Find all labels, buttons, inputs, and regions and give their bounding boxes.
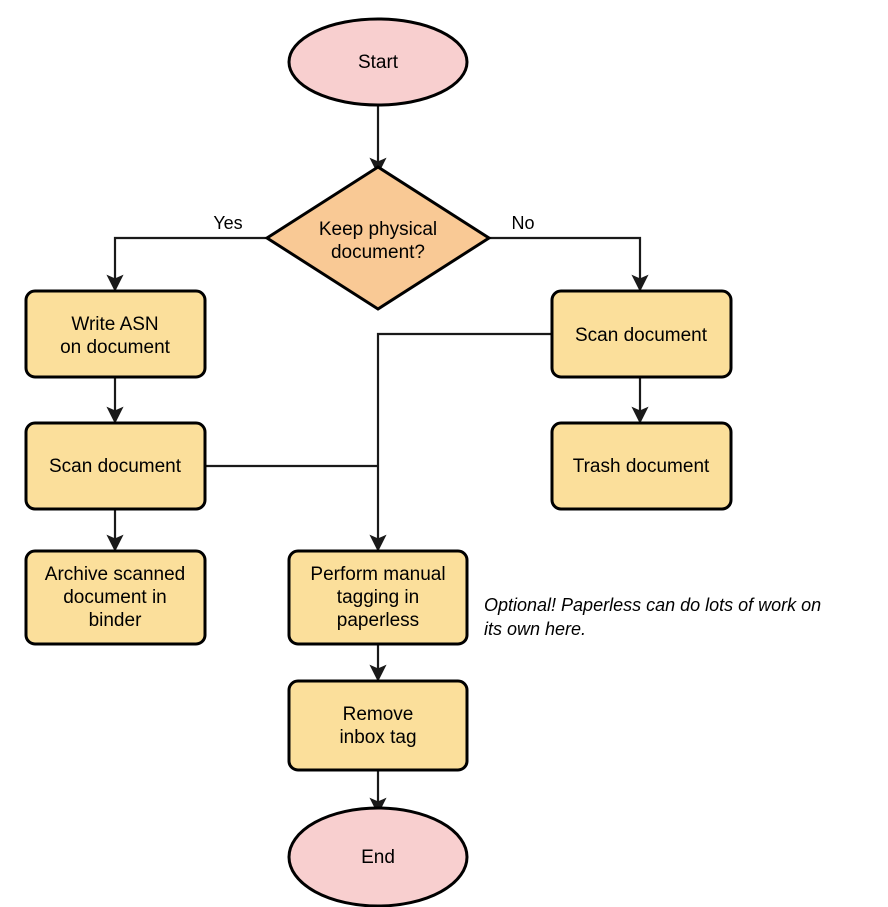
write-asn-label-line-2: on document xyxy=(60,337,171,358)
edge-labels-layer: Yes No xyxy=(213,213,534,233)
annotation-optional-note: Optional! Paperless can do lots of work … xyxy=(484,595,821,639)
write-asn-box-shape[interactable] xyxy=(24,289,207,379)
edge-label-yes: Yes xyxy=(213,213,242,233)
decision-label-line-2: document? xyxy=(331,242,425,263)
archive-label-line-3: binder xyxy=(89,610,142,631)
edges-layer xyxy=(106,104,649,815)
remove-inbox-tag-label-line-1: Remove xyxy=(343,704,414,725)
remove-inbox-tag-label-line-2: inbox tag xyxy=(339,727,416,748)
node-perform-manual-tagging[interactable]: Perform manual tagging in paperless xyxy=(287,549,469,646)
node-scan-document-right[interactable]: Scan document xyxy=(550,289,733,379)
node-remove-inbox-tag[interactable]: Remove inbox tag xyxy=(287,679,469,772)
node-keep-physical-document-decision[interactable]: Keep physical document? xyxy=(264,165,492,311)
scan-document-right-box-shape[interactable] xyxy=(550,289,733,379)
edge-scan-right-to-tagging xyxy=(369,332,552,552)
tagging-label-line-2: tagging in xyxy=(337,587,419,608)
tagging-box-shape[interactable] xyxy=(287,549,469,646)
edge-label-no: No xyxy=(511,213,534,233)
scan-document-right-label: Scan document xyxy=(575,325,708,346)
node-write-asn[interactable]: Write ASN on document xyxy=(24,289,207,379)
node-end[interactable]: End xyxy=(287,806,469,907)
annotation-line-1: Optional! Paperless can do lots of work … xyxy=(484,595,821,615)
scan-document-left-label: Scan document xyxy=(49,456,182,477)
edge-decision-no-to-scan-right xyxy=(489,236,649,292)
edge-decision-yes-to-write-asn xyxy=(106,236,267,292)
tagging-label-line-1: Perform manual xyxy=(310,564,445,585)
scan-document-left-box-shape[interactable] xyxy=(24,421,207,511)
node-trash-document[interactable]: Trash document xyxy=(550,421,733,511)
end-ellipse-shape[interactable] xyxy=(287,806,469,907)
start-label: Start xyxy=(358,52,399,73)
remove-inbox-tag-box-shape[interactable] xyxy=(287,679,469,772)
tagging-label-line-3: paperless xyxy=(337,610,419,631)
end-label: End xyxy=(361,847,395,868)
archive-label-line-2: document in xyxy=(63,587,167,608)
start-ellipse-shape[interactable] xyxy=(287,17,469,107)
archive-label-line-1: Archive scanned xyxy=(45,564,185,585)
node-scan-document-left[interactable]: Scan document xyxy=(24,421,207,511)
node-start[interactable]: Start xyxy=(287,17,469,107)
decision-label-line-1: Keep physical xyxy=(319,219,437,240)
annotation-line-2: its own here. xyxy=(484,619,586,639)
trash-document-box-shape[interactable] xyxy=(550,421,733,511)
trash-document-label: Trash document xyxy=(573,456,710,477)
decision-diamond-shape[interactable] xyxy=(264,165,492,311)
write-asn-label-line-1: Write ASN xyxy=(71,314,158,335)
archive-box-shape[interactable] xyxy=(24,549,207,646)
node-archive-scanned-document[interactable]: Archive scanned document in binder xyxy=(24,549,207,646)
